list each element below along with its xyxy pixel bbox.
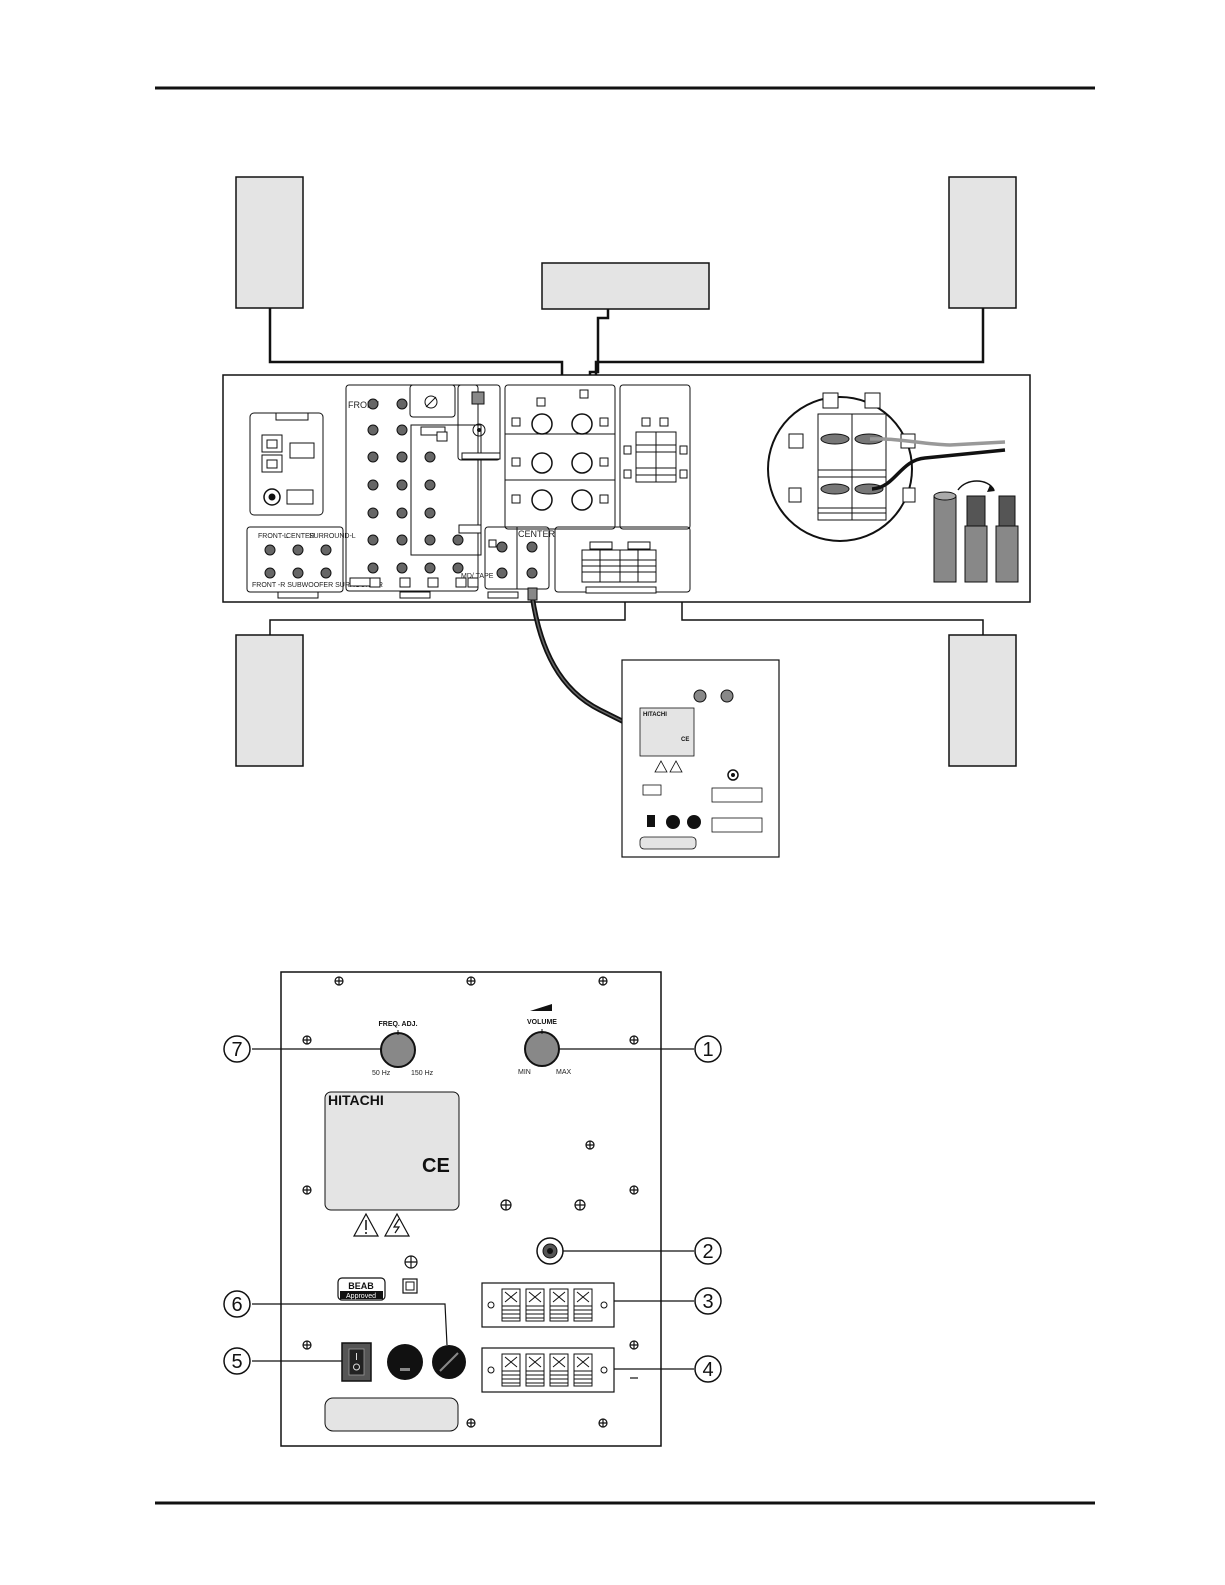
small-ce: CE [681, 737, 689, 743]
callout-6: 6 [224, 1291, 250, 1317]
subwoofer-rear-panel: FREQ. ADJ. 50 Hz 150 Hz VOLUME MIN MAX H… [281, 972, 661, 1446]
svg-text:BEAB: BEAB [348, 1281, 374, 1291]
speaker-center [542, 263, 709, 309]
volume-max-label: MAX [556, 1069, 572, 1076]
speaker-surround-left [236, 635, 303, 766]
speaker-output-terminal-lower[interactable] [482, 1348, 614, 1392]
rating-label-plate [325, 1092, 459, 1210]
volume-knob[interactable] [525, 1032, 559, 1066]
mains-inlet[interactable] [387, 1344, 423, 1380]
ce-mark: CE [422, 1155, 450, 1177]
speaker-surround-right [949, 635, 1016, 766]
callout-3: 3 [695, 1288, 721, 1314]
svg-text:5: 5 [231, 1351, 242, 1373]
speaker-front-left [236, 177, 303, 308]
callout-7: 7 [224, 1036, 250, 1062]
power-switch[interactable] [342, 1343, 371, 1381]
svg-text:2: 2 [702, 1241, 713, 1263]
svg-text:Approved: Approved [346, 1293, 376, 1300]
subwoofer-panel-small: HITACHI CE [622, 660, 779, 857]
label-center-out: CENTER [518, 529, 556, 539]
receiver-rear-panel: FRONT-L CENTER SURROUND-L FRONT -R SUBWO… [223, 375, 1030, 602]
svg-text:3: 3 [702, 1291, 713, 1313]
freq-adj-knob[interactable] [381, 1033, 415, 1067]
callout-2: 2 [695, 1238, 721, 1264]
beab-approved-logo: BEAB Approved [338, 1278, 385, 1300]
wire-strip-illustration [934, 481, 1018, 582]
callout-1: 1 [695, 1036, 721, 1062]
callout-5: 5 [224, 1348, 250, 1374]
svg-text:6: 6 [231, 1294, 242, 1316]
speaker-front-right [949, 177, 1016, 308]
volume-label: VOLUME [527, 1019, 557, 1026]
freq-max-label: 150 Hz [411, 1070, 434, 1077]
brand-logo: HITACHI [328, 1092, 384, 1108]
svg-text:7: 7 [231, 1039, 242, 1061]
freq-adj-label: FREQ. ADJ. [378, 1021, 417, 1028]
label-front-l: FRONT-L [258, 533, 288, 540]
double-insulation-icon [403, 1279, 417, 1293]
freq-min-label: 50 Hz [372, 1070, 391, 1077]
volume-min-label: MIN [518, 1069, 531, 1076]
speaker-input-terminal-upper[interactable] [482, 1283, 614, 1327]
label-surround-l: SURROUND-L [309, 533, 356, 540]
svg-text:4: 4 [702, 1359, 713, 1381]
callout-4: 4 [695, 1356, 721, 1382]
small-brand: HITACHI [643, 712, 667, 718]
serial-plate [325, 1398, 458, 1431]
svg-text:1: 1 [702, 1039, 713, 1061]
